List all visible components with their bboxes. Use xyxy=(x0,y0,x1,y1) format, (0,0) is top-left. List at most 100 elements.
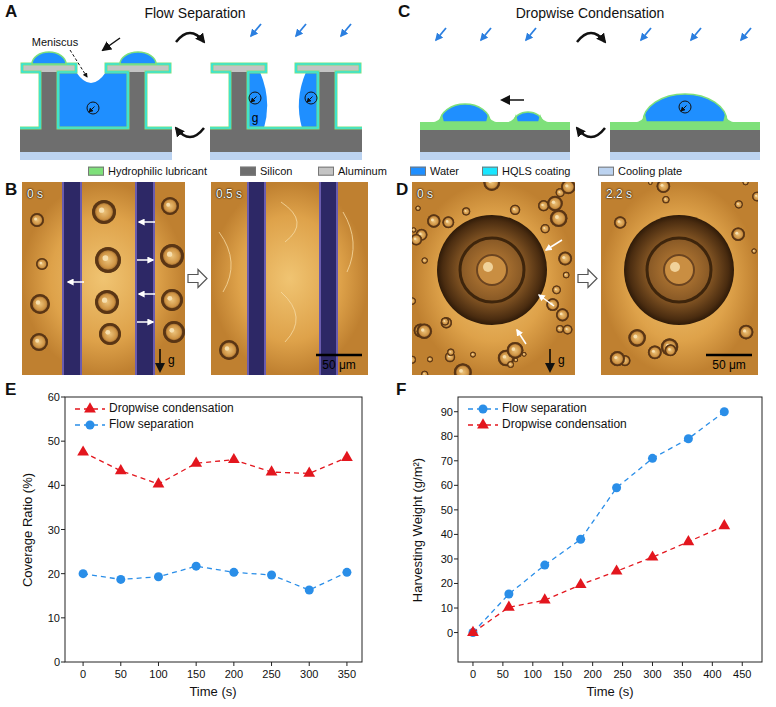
micrograph xyxy=(211,182,368,375)
triangle-marker xyxy=(115,464,127,474)
circle-marker xyxy=(267,570,276,579)
droplet-highlight xyxy=(755,195,757,197)
droplet xyxy=(454,363,472,375)
image-annotation: g xyxy=(558,354,565,368)
droplet-ring xyxy=(471,352,476,357)
droplet xyxy=(447,349,454,356)
tick-mark xyxy=(346,662,347,666)
circle-marker xyxy=(229,568,238,577)
droplet-ring xyxy=(412,356,415,363)
tick-label: 70 xyxy=(441,454,453,467)
droplet xyxy=(422,257,428,263)
gravity-arrow xyxy=(307,97,313,103)
droplet-ring xyxy=(649,346,661,358)
legend-text: Water xyxy=(430,165,459,178)
triangle-marker xyxy=(683,535,695,545)
droplet xyxy=(610,351,625,366)
legend-text: Dropwise condensation xyxy=(502,418,627,432)
droplet-highlight xyxy=(512,347,516,351)
water-droplet xyxy=(120,52,156,64)
pillar-schematic xyxy=(20,38,172,160)
tick-label: 50 xyxy=(441,504,453,517)
droplet-ring xyxy=(647,238,711,302)
image-annotation: g xyxy=(252,112,259,126)
tick-label: 50 xyxy=(497,668,509,681)
chart xyxy=(454,397,762,666)
droplet-highlight xyxy=(423,259,424,260)
tick-mark xyxy=(454,460,458,461)
image-annotation: 50 μm xyxy=(712,359,746,373)
droplet-highlight xyxy=(649,182,651,183)
film-line xyxy=(219,232,231,292)
droplet-ring xyxy=(743,182,748,185)
micrograph-background xyxy=(22,182,185,375)
silicon-substrate xyxy=(420,130,570,152)
triangle-marker xyxy=(647,550,659,560)
tick-mark xyxy=(454,608,458,609)
droplet xyxy=(735,200,743,208)
droplet-ring xyxy=(448,349,454,355)
droplet xyxy=(510,205,520,215)
droplet-ring xyxy=(101,325,120,344)
droplet-highlight xyxy=(523,353,525,355)
droplet-highlight xyxy=(744,182,745,183)
tick-mark xyxy=(61,485,65,486)
micrograph-background xyxy=(412,182,575,375)
droplet-center xyxy=(664,255,694,285)
droplet-ring xyxy=(31,295,48,312)
tick-mark xyxy=(454,583,458,584)
droplet-ring xyxy=(422,258,427,263)
droplet-highlight xyxy=(421,328,424,331)
legend-swatch xyxy=(410,166,426,175)
pillar-stripe xyxy=(319,182,338,375)
pillar-edge xyxy=(62,182,64,375)
tick-label: 300 xyxy=(300,668,318,681)
micrograph-background xyxy=(601,182,758,375)
droplet-highlight xyxy=(36,300,40,304)
tick-mark xyxy=(454,485,458,486)
tick-label: 40 xyxy=(48,479,60,492)
water-droplet xyxy=(643,94,727,122)
droplet-highlight xyxy=(633,335,637,339)
droplet-highlight xyxy=(431,219,434,222)
circle-marker xyxy=(479,405,488,414)
plot-frame xyxy=(65,397,362,662)
legend-text: Cooling plate xyxy=(618,165,682,178)
film-line xyxy=(281,202,297,242)
silicon-structure xyxy=(210,72,362,152)
tick-mark xyxy=(454,558,458,559)
vapor-arrow xyxy=(481,28,491,40)
triangle-marker xyxy=(153,477,165,487)
lubricant-layer xyxy=(210,64,362,128)
tick-mark xyxy=(309,662,310,666)
triangle-marker xyxy=(477,418,489,428)
meniscus-leader xyxy=(70,50,87,77)
droplet-ring xyxy=(442,318,449,325)
droplet-ring xyxy=(508,343,522,357)
tick-label: 60 xyxy=(441,479,453,492)
cycle-arrows xyxy=(176,33,204,137)
circle-marker xyxy=(79,569,88,578)
tick-label: 10 xyxy=(441,602,453,615)
flat-schematic xyxy=(420,100,570,160)
droplet-ring xyxy=(615,217,626,228)
droplet-highlight xyxy=(446,220,449,223)
vapor-arrow xyxy=(436,28,446,40)
droplet-highlight xyxy=(565,184,568,187)
legend-swatch xyxy=(88,166,104,175)
droplet-highlight xyxy=(413,229,414,230)
lubricant-ridge xyxy=(634,114,647,123)
lubricant-layer xyxy=(20,64,172,128)
droplet-highlight xyxy=(105,330,110,335)
droplet xyxy=(30,333,48,351)
lubricant-layer xyxy=(420,122,570,130)
droplet-ring xyxy=(665,345,675,355)
cycle-arrow xyxy=(176,33,204,42)
lubricant-ridge xyxy=(431,114,444,123)
pillar-edge xyxy=(80,182,82,375)
circle-marker xyxy=(540,561,549,570)
droplet xyxy=(547,196,562,211)
legend-swatch xyxy=(318,166,334,175)
droplet-highlight xyxy=(614,356,617,359)
